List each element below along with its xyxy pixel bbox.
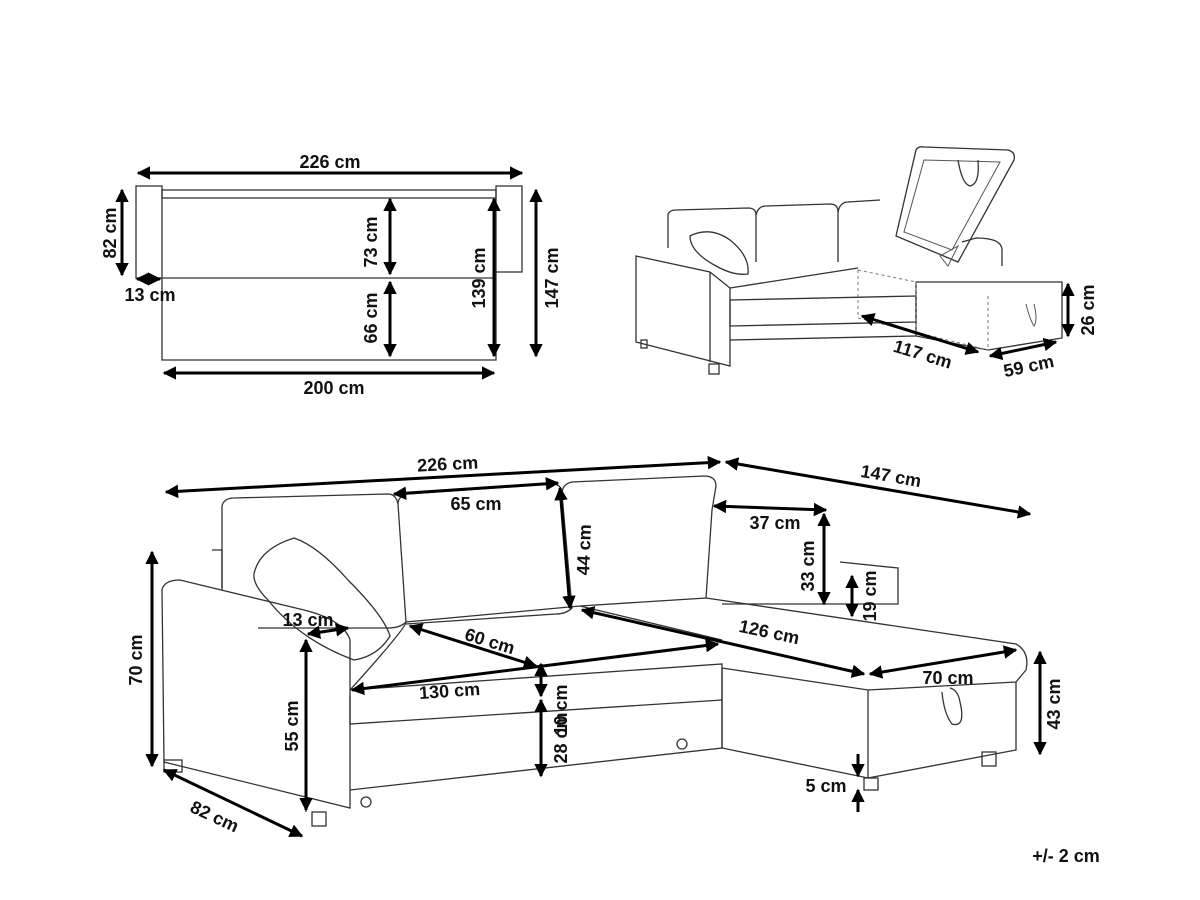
top-view-right-arm	[495, 185, 523, 273]
storage-view-lid-handle	[957, 159, 979, 187]
front-seat-height-label: 55 cm	[282, 700, 302, 751]
storage-view-lid	[895, 146, 1016, 263]
front-arm-width-label: 13 cm	[282, 610, 333, 630]
front-cushion-width-label: 65 cm	[450, 494, 501, 514]
front-chaise-arm-height-label: 19 cm	[860, 570, 880, 621]
top-seat-depth-label: 73 cm	[361, 216, 381, 267]
front-chaise-seat-length-label: 126 cm	[737, 616, 801, 648]
top-chaise-inner-label: 139 cm	[469, 247, 489, 308]
top-view-backrest	[161, 189, 497, 199]
front-chaise-width-label: 70 cm	[922, 668, 973, 688]
top-view-drawing	[135, 185, 523, 361]
front-chaise-handle	[941, 687, 963, 726]
front-pillow	[253, 537, 391, 661]
front-chaise-back-height-label: 33 cm	[798, 540, 818, 591]
front-right-backrest	[561, 475, 717, 511]
storage-view-pillow	[689, 231, 749, 275]
top-overall-width-label: 226 cm	[299, 152, 360, 172]
front-overall-width-label: 226 cm	[417, 452, 479, 475]
tolerance-note: +/- 2 cm	[1032, 846, 1100, 866]
front-seat-depth-label: 60 cm	[462, 624, 517, 658]
front-left-arm	[161, 579, 351, 809]
front-left-backrest	[221, 493, 407, 629]
front-cushion-thickness-label: 10 cm	[551, 684, 571, 735]
top-bottom-width-label: 200 cm	[303, 378, 364, 398]
storage-height-label: 26 cm	[1078, 284, 1098, 335]
front-chaise-height-label: 43 cm	[1044, 678, 1064, 729]
front-base-height-label: 28 cm	[551, 712, 571, 763]
storage-view-seat	[729, 295, 917, 327]
top-arm-width-label: 13 cm	[124, 285, 175, 305]
top-total-depth-label: 147 cm	[542, 247, 562, 308]
top-view-dimensions: 226 cm 82 cm 13 cm 73 cm 66 cm 139 cm 14…	[100, 152, 562, 398]
front-total-height-label: 70 cm	[126, 634, 146, 685]
storage-width-label: 59 cm	[1002, 351, 1056, 381]
top-view-left-arm	[135, 185, 163, 279]
front-seat-width-label: 130 cm	[418, 679, 480, 703]
top-chaise-extension-label: 66 cm	[361, 292, 381, 343]
top-depth-label: 82 cm	[100, 207, 120, 258]
front-chaise-back-width-label: 37 cm	[749, 513, 800, 533]
front-leg-height-label: 5 cm	[805, 776, 846, 796]
front-view-dimensions: 226 cm 147 cm 65 cm 44 cm 37 cm 33 cm 19…	[126, 452, 1064, 838]
storage-view-left-arm	[635, 255, 731, 367]
front-chaise-top	[705, 597, 1028, 691]
front-backrest-height-label: 44 cm	[573, 524, 595, 576]
storage-view-drawing	[635, 146, 1063, 375]
